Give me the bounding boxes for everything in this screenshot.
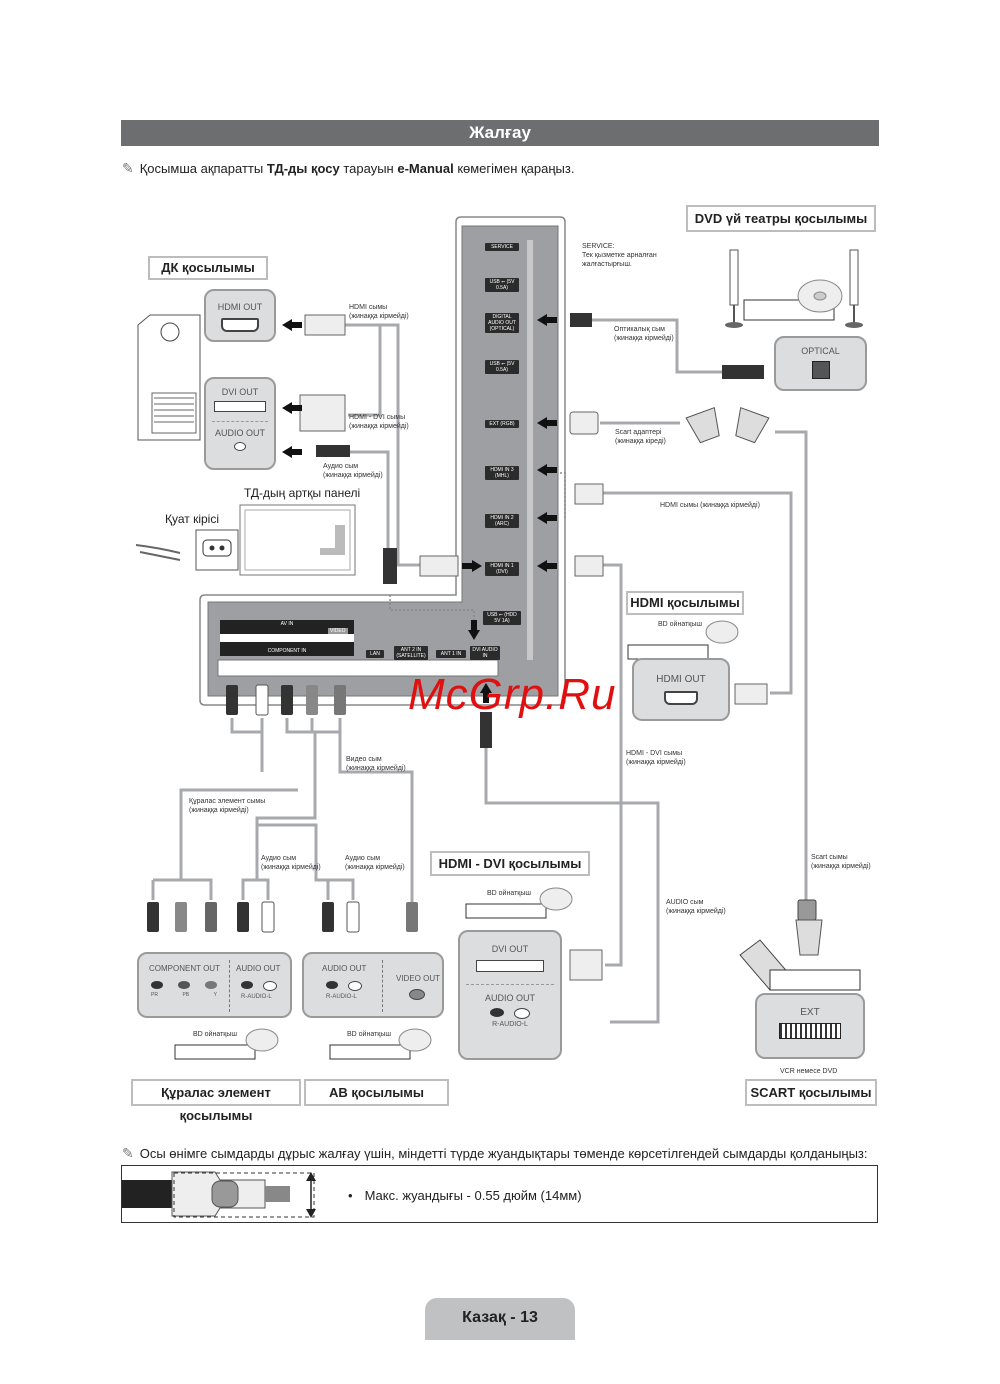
hdmi1-plug (574, 555, 604, 577)
section-label-hdmi: HDMI қосылымы (626, 591, 744, 615)
audio-jacks-icon (241, 981, 277, 991)
bottom-jack-strip (217, 659, 499, 677)
scart-cable-label: Scart сымы(жинаққа кірмейді) (811, 854, 871, 870)
ext-panel: EXT (755, 993, 865, 1059)
pc-dvi-cable-label: HDMI - DVI сымы(жинаққа кірмейді) (349, 414, 409, 430)
page-number: Казақ - 13 (425, 1298, 575, 1340)
tv-port-panel (207, 225, 559, 697)
vcr-dvd-label: VCR немесе DVD (780, 1068, 838, 1075)
port-lan: LAN (366, 650, 384, 658)
pc-hdmi-out-panel: HDMI OUT (204, 289, 276, 342)
arrow-icons (282, 314, 557, 703)
cable-note: ✎Осы өнімге сымдарды дұрыс жалғау үшін, … (122, 1145, 868, 1161)
dvi-audio-plug (480, 712, 492, 748)
section-label-hdmi-dvi: HDMI - DVI қосылымы (430, 851, 590, 876)
cable-spec: •Макс. жуандығы - 0.55 дюйм (14мм) (348, 1188, 582, 1203)
video-label: VIDEO (328, 628, 348, 634)
cable-thickness-illustration (122, 1171, 316, 1218)
port-hdmi-in-2: HDMI IN 2 (ARC) (485, 514, 519, 528)
port-ant1: ANT 1 IN (436, 650, 466, 658)
hdmi-device-plug (734, 683, 768, 705)
tv-rear-panel-label: ТД-дың артқы панелі (244, 486, 361, 500)
dvi-audio-out-panel: DVI OUT AUDIO OUT R-AUDIO-L (458, 930, 562, 1060)
section-label-scart: SCART қосылымы (745, 1079, 877, 1106)
section-label-av: АВ қосылымы (304, 1079, 449, 1106)
optical-port-icon (811, 361, 830, 379)
port-digital-audio-out: DIGITAL AUDIO OUT (OPTICAL) (485, 313, 519, 333)
hdmi-dvi-cable-label: HDMI - DVI сымы(жинаққа кірмейді) (626, 750, 686, 766)
av-out-panel: AUDIO OUT R-AUDIO-L VIDEO OUT (302, 952, 444, 1018)
optical-plug-device (722, 365, 764, 379)
section-label-component: Құралас элемент қосылымы (131, 1079, 301, 1123)
scart-plug-illustration (739, 899, 861, 991)
component-in-label: COMPONENT IN (267, 648, 307, 654)
pc-dvi-audio-panel: DVI OUT AUDIO OUT (204, 377, 276, 470)
pc-audio-cable-label: Аудио сым(жинаққа кірмейді) (323, 463, 383, 479)
pc-hdmi-cable-label: HDMI сымы(жинаққа кірмейді) (349, 304, 409, 320)
scart-adapter-label: Scart адаптері(жинаққа кіреді) (615, 429, 666, 445)
home-theater-illustration (725, 249, 863, 328)
pc-dvi-plug (299, 394, 346, 432)
section-label-pc: ДК қосылымы (148, 256, 268, 280)
video-jack-icon (409, 989, 425, 1000)
port-ext-rgb: EXT (RGB) (485, 420, 519, 428)
hdmi-bd-player-label: BD ойнатқыш (658, 621, 702, 628)
bd-player-icons (174, 620, 739, 1060)
component-cable-label: Құралас элемент сымы(жинаққа кірмейді) (189, 798, 266, 814)
intro-note: ✎Қосымша ақпаратты ТД-ды қосу тарауын e-… (122, 160, 575, 176)
optical-cable-label: Оптикалық сым(жинаққа кірмейді) (614, 326, 674, 342)
port-dvi-audio-in: DVI AUDIO IN (470, 646, 500, 660)
audio-jacks-icon (490, 1008, 530, 1019)
port-usb-1: USB ⭠ (5V 0.5A) (485, 278, 519, 292)
video-cable-label: Видео сым(жинаққа кірмейді) (346, 756, 406, 772)
hdmi3-plug (574, 483, 604, 505)
cable-spec-box (121, 1165, 878, 1223)
audio-cable-a-label: Аудио сым(жинаққа кірмейді) (261, 855, 321, 871)
port-usb-hdd: USB ⭠ (HDD 5V 1A) (483, 611, 521, 625)
hdmidvi-bd-player-label: BD ойнатқыш (487, 890, 531, 897)
av-in-label: AV IN (280, 621, 294, 627)
port-service: SERVICE (485, 243, 519, 251)
hdmi-cable-label: HDMI сымы (жинаққа кірмейді) (660, 502, 760, 509)
section-label-dvd-home-theater: DVD үй театры қосылымы (686, 205, 876, 232)
pc-tower-illustration (137, 314, 201, 441)
audio-jack-icon (234, 442, 246, 451)
pc-hdmi-plug (304, 314, 346, 336)
optical-plug-tv (570, 313, 592, 327)
audio-cable-label: AUDIO сым(жинаққа кірмейді) (666, 899, 726, 915)
port-usb-2: USB ⭠ (5V 0.5A) (485, 360, 519, 374)
scart-port-icon (779, 1023, 841, 1039)
port-ant2: ANT 2 IN (SATELLITE) (394, 646, 428, 660)
scart-adapter-illustration (569, 407, 770, 444)
tv-audio-plug (383, 548, 397, 584)
hdmi-out-panel: HDMI OUT (632, 658, 730, 721)
component-bd-player-label: BD ойнатқыш (193, 1031, 237, 1038)
dvi-port-icon (214, 401, 266, 412)
pencil-note-icon: ✎ (122, 160, 134, 176)
optical-panel: OPTICAL (774, 336, 867, 391)
av-bd-player-label: BD ойнатқыш (347, 1031, 391, 1038)
hdmi-port-icon (221, 318, 259, 332)
watermark: McGrp.Ru (408, 670, 617, 719)
port-hdmi-in-3: HDMI IN 3 (MHL) (485, 466, 519, 480)
audio-jacks-icon (326, 981, 362, 991)
bullet-icon: • (348, 1188, 353, 1203)
pc-audio-plug (316, 445, 350, 457)
device-dvi-plug (569, 949, 603, 981)
port-hdmi-in-1: HDMI IN 1 (DVI) (485, 562, 519, 576)
power-input-label: Қуат кірісі (165, 512, 220, 526)
hdmi-port-icon (664, 691, 698, 705)
dvi-port-icon (476, 960, 544, 972)
pencil-note-icon: ✎ (122, 1145, 134, 1161)
rca-plugs (147, 684, 418, 933)
service-note: SERVICE: Тек қызметке арналған жалғастыр… (582, 243, 657, 268)
component-jacks-icon (151, 981, 217, 989)
tv-back-illustration (135, 504, 356, 576)
section-title: Жалғау (121, 120, 879, 146)
audio-cable-b-label: Аудио сым(жинаққа кірмейді) (345, 855, 405, 871)
tv-hdmi-plug (419, 555, 459, 577)
